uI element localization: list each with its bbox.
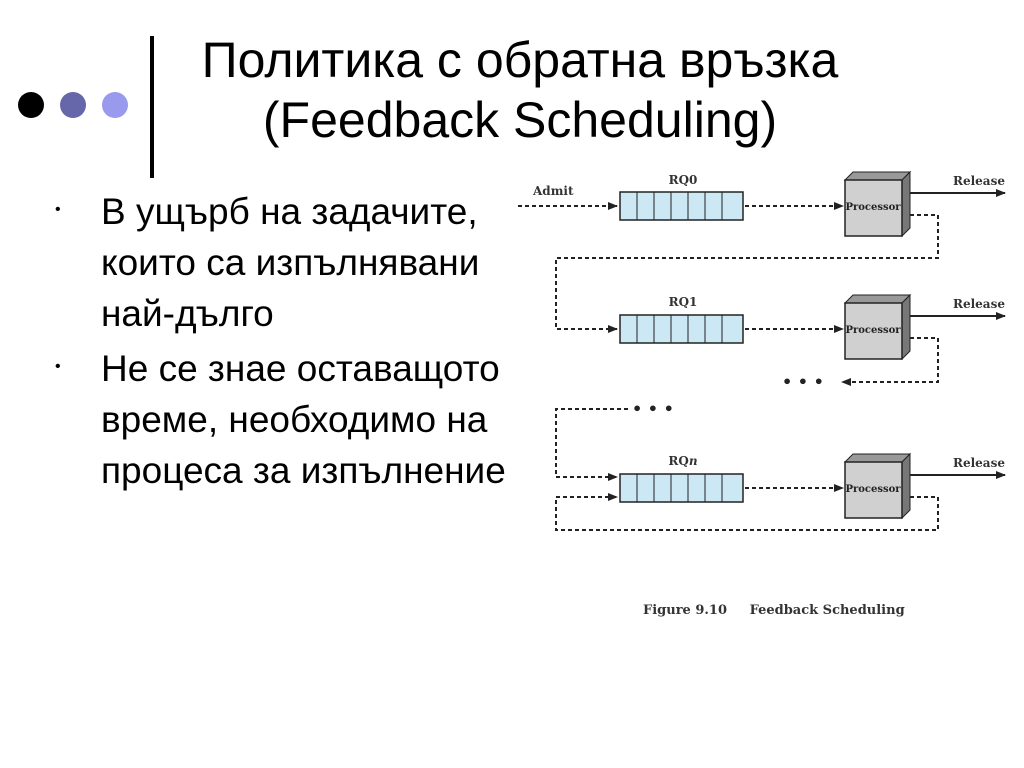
ready-queue-rq0 bbox=[619, 191, 744, 221]
processor-box-n: Processor bbox=[843, 452, 912, 520]
title-line-1: Политика с обратна връзка bbox=[201, 32, 839, 88]
bullet-text: Не се знае оставащото време, необходимо … bbox=[101, 348, 506, 491]
release-label: Release bbox=[953, 174, 1005, 188]
figure-caption: Figure 9.10 Feedback Scheduling bbox=[643, 603, 905, 618]
decorative-dots bbox=[18, 92, 138, 122]
bullet-marker: • bbox=[55, 201, 61, 218]
bullet-list: • В ущърб на задачите, които са изпълняв… bbox=[55, 186, 515, 496]
feedback-path-entry-n bbox=[555, 408, 628, 481]
decor-dot-black bbox=[18, 92, 44, 118]
figure-number: Figure 9.10 bbox=[643, 603, 727, 618]
queue-label-rq1: RQ1 bbox=[669, 295, 698, 309]
processor-label: Processor bbox=[845, 202, 901, 213]
slide-title: Политика с обратна връзка (Feedback Sche… bbox=[130, 30, 910, 154]
title-divider-bar bbox=[150, 36, 154, 178]
feedback-path-0 bbox=[555, 214, 939, 333]
processor-label: Processor bbox=[845, 325, 901, 336]
queue-label-rq0: RQ0 bbox=[669, 173, 698, 187]
bullet-item: • Не се знае оставащото време, необходим… bbox=[55, 343, 515, 496]
title-line-2: (Feedback Scheduling) bbox=[262, 92, 778, 148]
queue-label-rqn: RQn bbox=[668, 454, 697, 468]
processor-box-1: Processor bbox=[843, 293, 912, 361]
ready-queue-rq1 bbox=[619, 314, 744, 344]
ellipsis-dots: • • • bbox=[632, 399, 674, 418]
release-label: Release bbox=[953, 297, 1005, 311]
ellipsis-dots: • • • bbox=[782, 372, 824, 391]
bullet-marker: • bbox=[55, 358, 61, 375]
admit-label: Admit bbox=[532, 184, 574, 198]
ready-queue-rqn bbox=[619, 473, 744, 503]
bullet-text: В ущърб на задачите, които са изпълняван… bbox=[101, 191, 480, 334]
decor-dot-purple bbox=[60, 92, 86, 118]
feedback-scheduling-diagram: Admit RQ0 Processor Release RQ1 Processo… bbox=[518, 170, 1006, 618]
processor-box-0: Processor bbox=[843, 170, 912, 238]
processor-label: Processor bbox=[845, 484, 901, 495]
feedback-path-1 bbox=[841, 337, 939, 386]
feedback-path-n bbox=[555, 493, 939, 531]
release-label: Release bbox=[953, 456, 1005, 470]
figure-title: Feedback Scheduling bbox=[750, 603, 905, 618]
decor-dot-lavender bbox=[102, 92, 128, 118]
bullet-item: • В ущърб на задачите, които са изпълняв… bbox=[55, 186, 515, 339]
